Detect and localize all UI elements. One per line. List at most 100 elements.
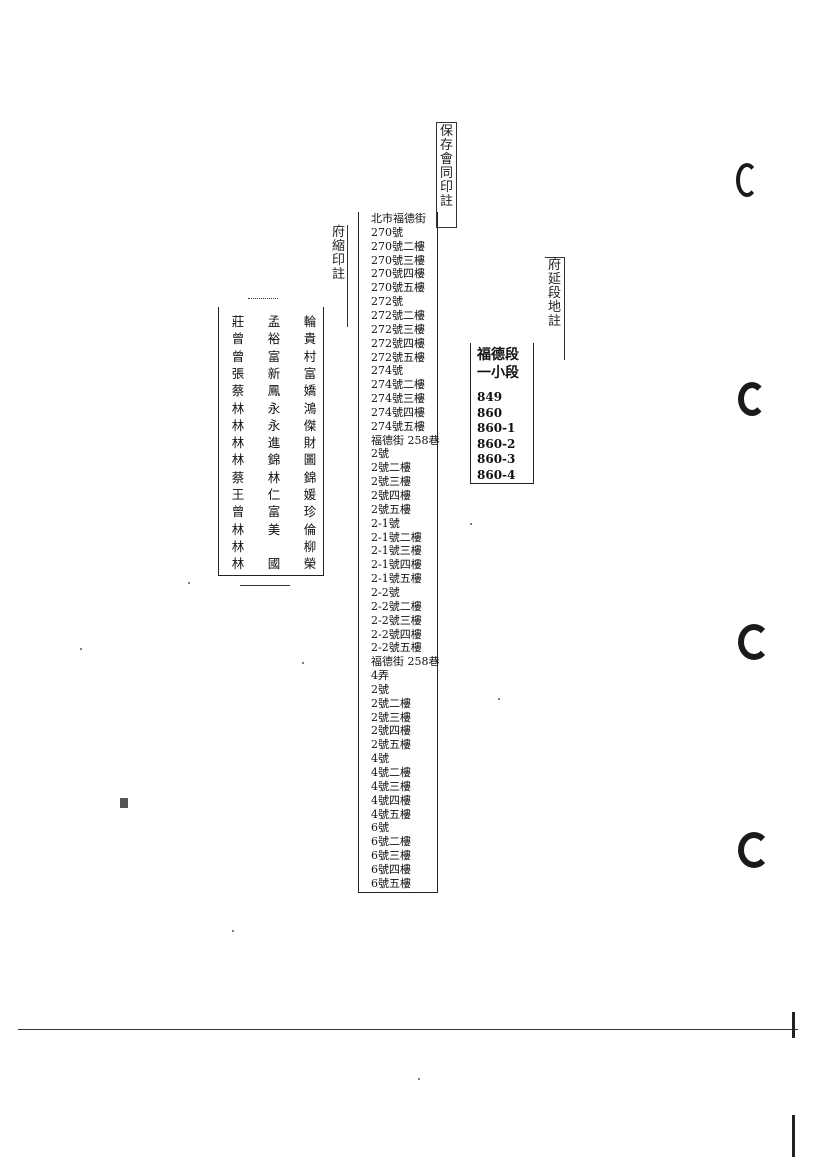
stamp-top-center: 保 存 會 同 印 註 — [436, 122, 458, 228]
address-line: 北市福德街 — [371, 212, 426, 225]
owner-char: 王 — [231, 487, 245, 502]
owner-char: 林 — [231, 521, 245, 537]
owner-char: 柳 — [303, 538, 317, 554]
owner-char — [265, 538, 283, 556]
stamp-left-margin: 府 縮 印 註 — [330, 225, 349, 327]
owner-char: 嬌 — [303, 383, 317, 399]
address-line: 2號五樓 — [371, 502, 411, 516]
owner-row: 林永鴻 — [229, 400, 319, 418]
address-line: 270號五樓 — [371, 281, 425, 295]
binder-hole-3 — [738, 624, 770, 660]
owner-char: 林 — [231, 400, 245, 416]
owner-char: 富 — [303, 365, 317, 381]
owner-char: 永 — [267, 417, 281, 433]
owner-char: 曾 — [231, 504, 245, 520]
address-line: 6號二樓 — [371, 835, 411, 849]
owner-char: 林 — [231, 556, 245, 572]
owner-char: 仁 — [267, 487, 281, 502]
owner-char: 新 — [267, 365, 281, 381]
parcel-number: 849 — [477, 390, 503, 404]
owner-char: 蔡 — [231, 469, 245, 485]
scan-speck — [302, 662, 304, 664]
scan-speck — [80, 648, 82, 650]
address-line: 274號 — [371, 364, 403, 378]
address-line: 2-1號三樓 — [371, 544, 422, 558]
owners-top-mark — [248, 298, 278, 299]
owner-char: 輪 — [303, 314, 317, 329]
owner-char: 貴 — [303, 331, 317, 347]
address-line: 2-2號四樓 — [371, 627, 422, 641]
owner-char: 國 — [267, 556, 281, 572]
right-edge-mark — [792, 1012, 795, 1038]
owner-char: 曾 — [231, 331, 245, 347]
owners-bottom-mark — [240, 585, 290, 586]
owner-char: 富 — [267, 504, 281, 520]
address-line: 4號 — [371, 752, 389, 766]
owner-char: 珍 — [303, 504, 317, 520]
owner-row: 曾富珍 — [229, 503, 319, 521]
owner-char: 富 — [267, 348, 281, 364]
address-line: 6號 — [371, 821, 389, 835]
address-line: 2-1號四樓 — [371, 558, 422, 572]
address-line: 2號二樓 — [371, 461, 411, 475]
address-line: 2號二樓 — [371, 696, 411, 710]
address-line: 2-2號二樓 — [371, 599, 422, 613]
address-line: 270號 — [371, 225, 403, 239]
owner-char: 錦 — [267, 452, 281, 468]
owner-char: 林 — [231, 435, 245, 451]
owner-char: 財 — [303, 435, 317, 451]
owner-row: 張新富 — [229, 365, 319, 383]
parcel-number: 860-2 — [477, 436, 516, 451]
address-line: 270號四樓 — [371, 267, 425, 281]
address-line: 274號四樓 — [371, 405, 425, 419]
owner-row: 林錦圖 — [229, 451, 319, 469]
address-line: 2-1號五樓 — [371, 572, 422, 586]
owner-row: 莊孟輪 — [229, 313, 319, 331]
owner-row: 蔡林錦 — [229, 469, 319, 487]
owner-char: 美 — [267, 521, 281, 537]
owner-char: 蔡 — [231, 383, 245, 399]
owner-char: 鳳 — [267, 383, 281, 399]
owner-row: 林永傑 — [229, 417, 319, 435]
address-line: 2號三樓 — [371, 710, 411, 724]
scan-speck — [418, 1078, 420, 1080]
address-line: 272號 — [371, 295, 403, 309]
address-line: 4號五樓 — [371, 807, 411, 821]
address-line: 2-2號三樓 — [371, 613, 422, 627]
address-line: 福德街 258巷 — [371, 433, 440, 447]
address-line: 270號二樓 — [371, 239, 425, 253]
stamp-right-parcel: 府 延 段 地 註 — [545, 257, 566, 360]
address-line: 274號二樓 — [371, 378, 425, 392]
address-line: 6號四樓 — [371, 862, 411, 876]
address-line: 270號三樓 — [371, 253, 425, 267]
address-line: 6號三樓 — [371, 849, 411, 863]
binder-hole-1 — [736, 163, 758, 197]
owner-char: 榮 — [303, 556, 317, 572]
owner-char: 村 — [303, 348, 317, 364]
owner-char: 圖 — [303, 452, 317, 468]
owner-row: 蔡鳳嬌 — [229, 382, 319, 400]
owner-char: 錦 — [303, 469, 317, 485]
owner-row: 林進財 — [229, 434, 319, 452]
owner-char: 林 — [231, 452, 245, 468]
address-line: 2號五樓 — [371, 738, 411, 752]
bottom-rule — [18, 1029, 798, 1030]
scan-speck — [188, 582, 190, 584]
address-line: 2號四樓 — [371, 489, 411, 502]
owner-char: 林 — [267, 469, 281, 485]
address-line: 2號四樓 — [371, 724, 411, 738]
parcel-number: 860-4 — [477, 467, 516, 482]
address-line: 274號三樓 — [371, 392, 425, 406]
address-line: 4號四樓 — [371, 793, 411, 807]
address-line: 2-1號二樓 — [371, 530, 422, 544]
address-line: 福德街 258巷 — [371, 655, 440, 669]
owner-char: 倫 — [303, 521, 317, 537]
owner-row: 林美倫 — [229, 521, 319, 539]
owner-char: 傑 — [303, 417, 317, 433]
parcel-number: 860 — [477, 405, 503, 420]
address-line: 2號 — [371, 447, 389, 461]
owner-char: 林 — [231, 417, 245, 433]
owner-row: 林柳 — [229, 538, 319, 556]
parcel-section: 福德段 — [477, 347, 519, 363]
